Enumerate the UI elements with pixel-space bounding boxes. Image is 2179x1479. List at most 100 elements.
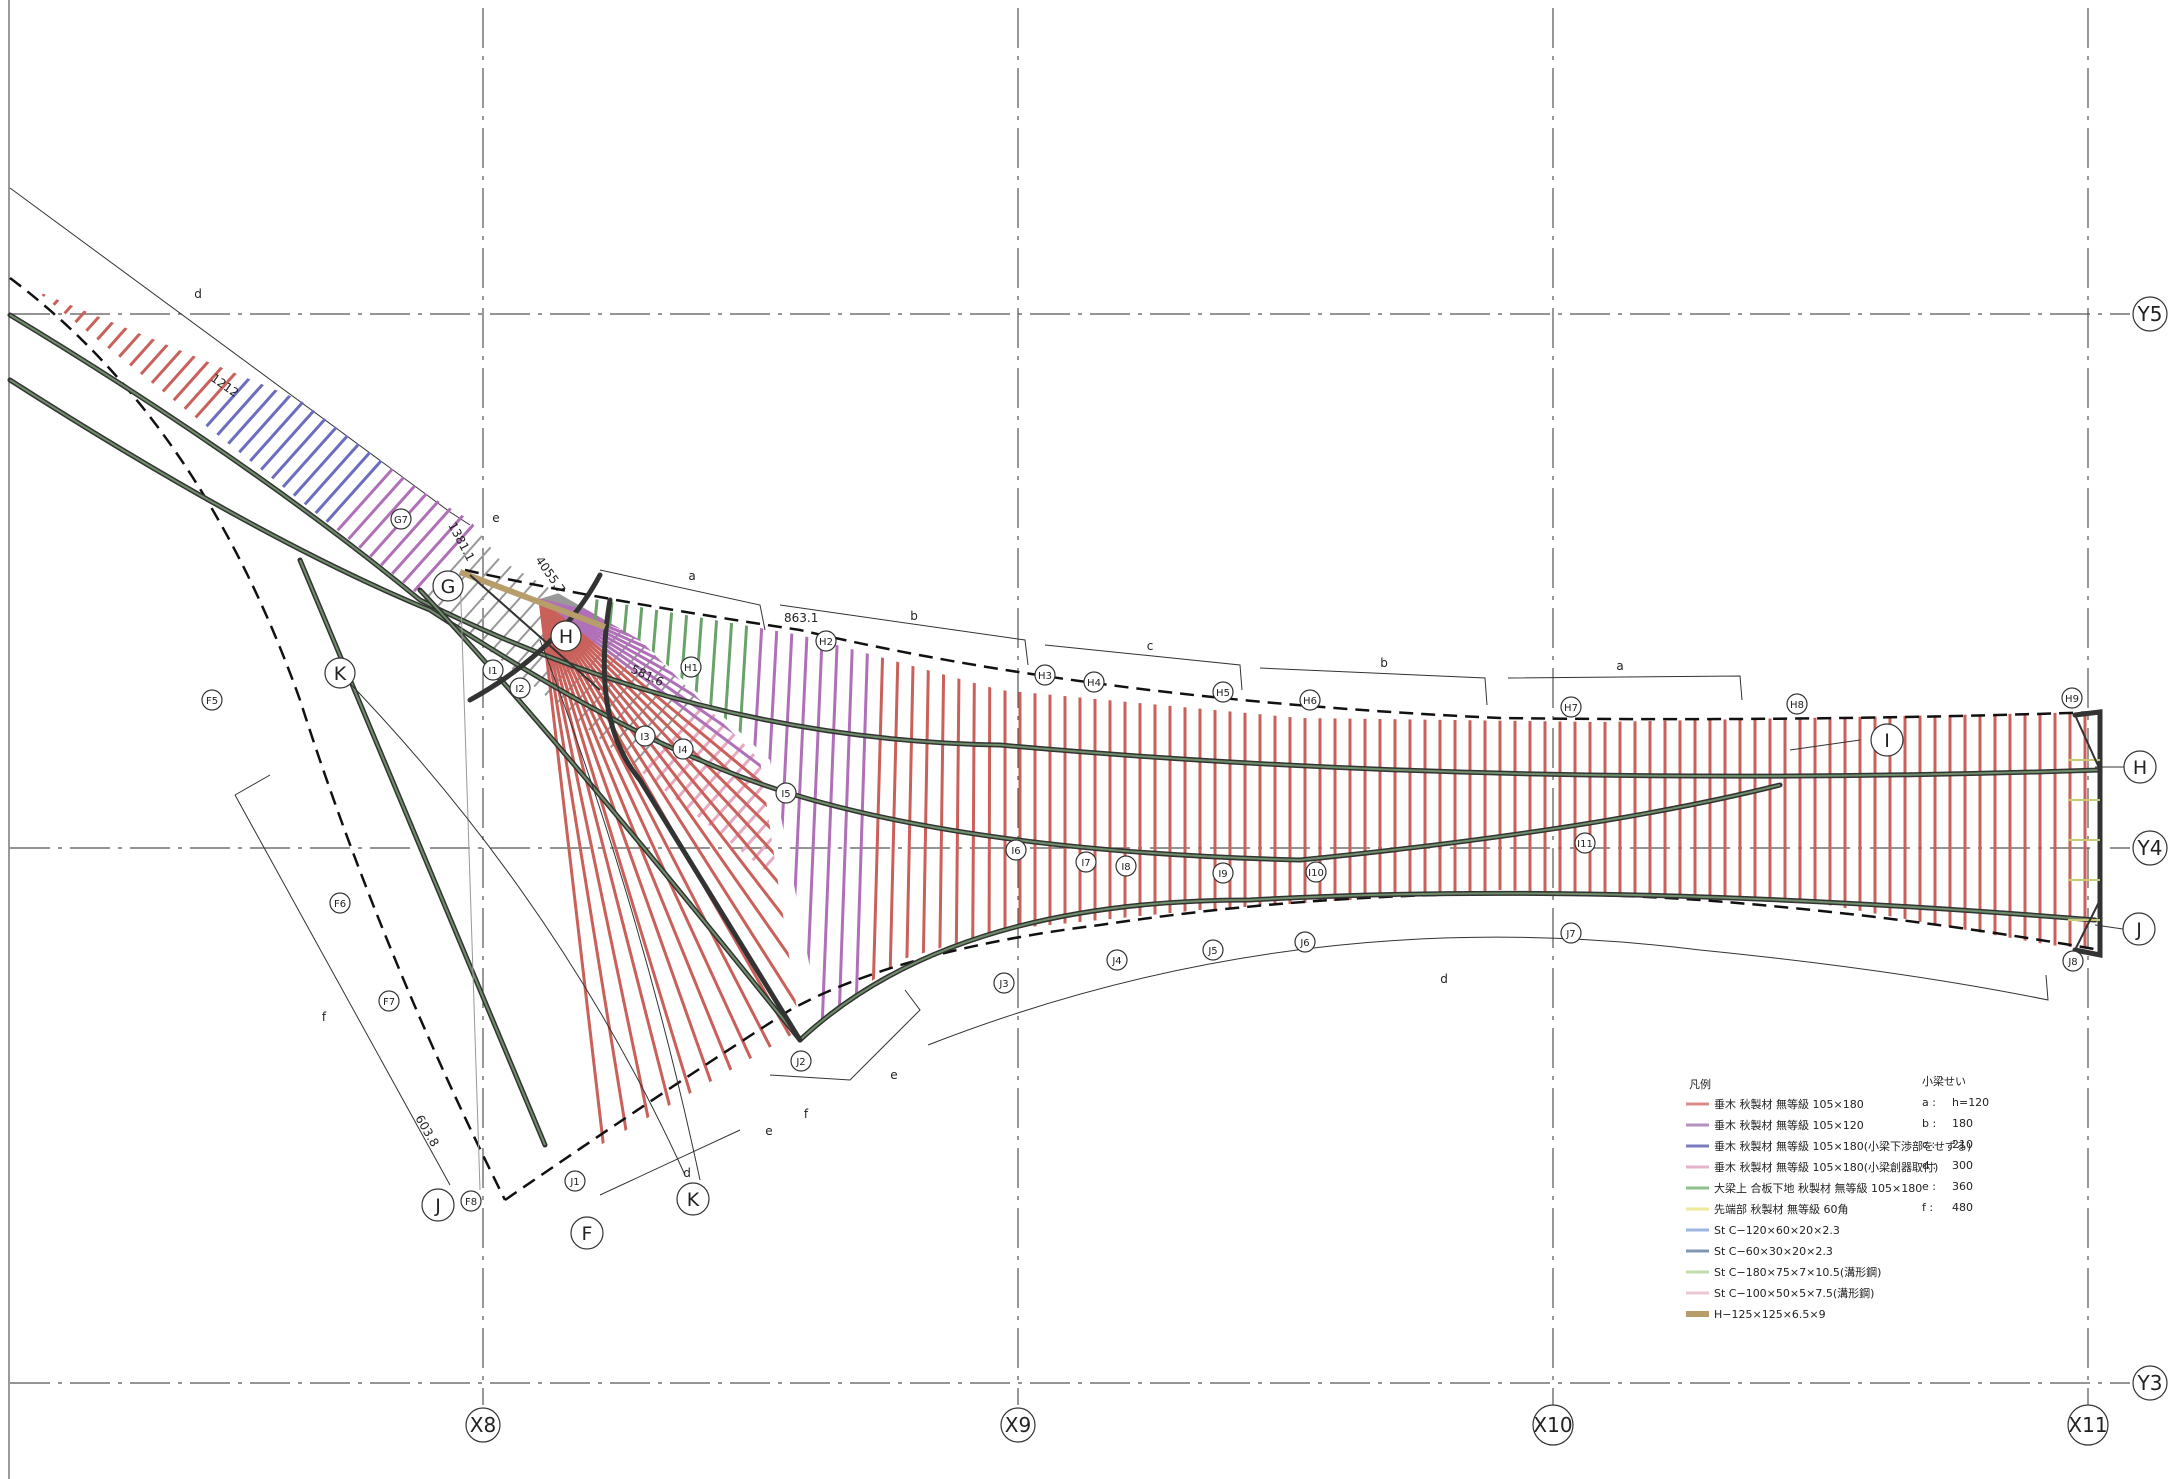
svg-text:Y3: Y3 (2137, 1371, 2163, 1395)
svg-text:H6: H6 (1303, 696, 1317, 707)
grid-bubble-y3: Y3 (2132, 1365, 2168, 1401)
legend-item: 垂木 秋製材 無等級 105×180(小梁創器取付) (1686, 1160, 1938, 1174)
point-f5: F5 (201, 689, 223, 711)
svg-text:I2: I2 (515, 684, 524, 695)
legend-item: 先端部 秋製材 無等級 60角 (1686, 1202, 1849, 1216)
point-h4: H4 (1083, 671, 1105, 693)
grid-bubble-x11: X11 (2067, 1404, 2109, 1446)
legend-item: 大梁上 合板下地 秋製材 無等級 105×180 (1686, 1181, 1922, 1195)
svg-text:H2: H2 (819, 637, 833, 648)
depth-item: b : 180 (1922, 1117, 1973, 1130)
line-bubble-h-left: H (550, 620, 582, 652)
svg-text:a: a (688, 569, 695, 583)
grid-bubble-x10: X10 (1532, 1404, 1574, 1446)
legend-item: 垂木 秋製材 無等級 105×180(小梁下渉部をせずる) (1686, 1139, 1971, 1153)
depth-key: f : (1922, 1201, 1933, 1214)
legend-label: St C−120×60×20×2.3 (1714, 1224, 1840, 1237)
svg-text:I3: I3 (640, 732, 649, 743)
point-i2: I2 (509, 677, 531, 699)
point-f8: F8 (460, 1190, 482, 1212)
line-bubble-h-right: H (2095, 750, 2157, 784)
depth-key: b : (1922, 1117, 1936, 1130)
svg-text:J1: J1 (569, 1177, 579, 1188)
point-h8: H8 (1786, 693, 1808, 715)
svg-text:b: b (910, 609, 918, 623)
svg-text:G: G (441, 576, 456, 598)
legend-label: St C−100×50×5×7.5(溝形鋼) (1714, 1286, 1874, 1300)
svg-text:K: K (687, 1189, 700, 1211)
svg-text:H7: H7 (1564, 703, 1578, 714)
svg-text:Y4: Y4 (2137, 836, 2163, 860)
svg-text:e: e (765, 1124, 772, 1138)
svg-text:F: F (582, 1223, 593, 1245)
line-bubble-j-right: J (2094, 912, 2156, 946)
point-i6: I6 (1005, 839, 1027, 861)
legend-item: 垂木 秋製材 無等級 105×120 (1686, 1118, 1864, 1132)
legend-label: 大梁上 合板下地 秋製材 無等級 105×180 (1714, 1181, 1922, 1195)
svg-text:e: e (890, 1068, 897, 1082)
svg-text:H4: H4 (1087, 678, 1101, 689)
svg-text:I6: I6 (1011, 846, 1020, 857)
point-i9: I9 (1212, 862, 1234, 884)
svg-text:I8: I8 (1121, 862, 1130, 873)
legend-label: 垂木 秋製材 無等級 105×180(小梁下渉部をせずる) (1714, 1139, 1971, 1153)
svg-text:b: b (1380, 656, 1388, 670)
point-j2: J2 (790, 1050, 812, 1072)
legend-label: 先端部 秋製材 無等級 60角 (1714, 1202, 1849, 1216)
depth-value: 210 (1952, 1138, 1973, 1151)
point-i8: I8 (1115, 855, 1137, 877)
grid-bubble-x9: X9 (1000, 1407, 1036, 1443)
svg-text:I4: I4 (678, 745, 687, 756)
svg-text:603.8: 603.8 (412, 1113, 441, 1150)
grid-bubble-y4: Y4 (2132, 830, 2168, 866)
depth-value: 300 (1952, 1159, 1973, 1172)
point-h1: H1 (680, 656, 702, 678)
svg-text:I9: I9 (1218, 869, 1227, 880)
svg-text:f: f (322, 1010, 327, 1024)
zone-labels: a b c b a d d d e e e f f (194, 287, 1623, 1180)
svg-text:f: f (804, 1107, 809, 1121)
svg-text:I7: I7 (1081, 858, 1090, 869)
legend-label: St C−180×75×7×10.5(溝形鋼) (1714, 1265, 1881, 1279)
point-i3: I3 (634, 725, 656, 747)
line-bubble-k-left: K (324, 657, 356, 689)
svg-text:J8: J8 (2067, 957, 2077, 968)
point-f7: F7 (378, 990, 400, 1012)
svg-text:F6: F6 (334, 899, 346, 910)
svg-text:H8: H8 (1790, 700, 1804, 711)
svg-text:J: J (434, 1195, 441, 1217)
depth-value: 180 (1952, 1117, 1973, 1130)
guide-curves (339, 639, 1861, 1181)
legend: 凡例 垂木 秋製材 無等級 105×180 垂木 秋製材 無等級 105×120 垂… (1686, 1074, 1989, 1321)
point-j5: J5 (1202, 939, 1224, 961)
depth-item: f :480 (1922, 1201, 1973, 1214)
eave-members-right (2068, 714, 2101, 951)
depth-title: 小梁せい (1922, 1074, 1966, 1088)
svg-text:G7: G7 (394, 515, 408, 526)
point-i10: I10 (1305, 861, 1327, 883)
point-i5: I5 (775, 782, 797, 804)
legend-title: 凡例 (1689, 1077, 1711, 1091)
svg-text:F5: F5 (206, 696, 218, 707)
point-j7: J7 (1560, 922, 1582, 944)
legend-label: 垂木 秋製材 無等級 105×180 (1714, 1097, 1864, 1111)
legend-item: St C−60×30×20×2.3 (1686, 1245, 1833, 1258)
point-i1: I1 (482, 659, 504, 681)
svg-text:J2: J2 (795, 1057, 805, 1068)
svg-text:J5: J5 (1207, 946, 1217, 957)
point-h6: H6 (1299, 689, 1321, 711)
svg-text:H: H (559, 626, 573, 648)
depth-item: e :360 (1922, 1180, 1973, 1193)
outer-boundary (9, 187, 2049, 1196)
rafters-right-main (550, 585, 2087, 1020)
svg-text:F8: F8 (465, 1197, 477, 1208)
legend-item: St C−120×60×20×2.3 (1686, 1224, 1840, 1237)
point-j8: J8 (2062, 950, 2084, 972)
point-h7: H7 (1560, 696, 1582, 718)
line-bubble-k-bottom: K (676, 1182, 710, 1216)
point-i7: I7 (1075, 851, 1097, 873)
svg-text:H: H (2133, 757, 2147, 779)
depth-value: h=120 (1952, 1096, 1989, 1109)
legend-label: St C−60×30×20×2.3 (1714, 1245, 1833, 1258)
